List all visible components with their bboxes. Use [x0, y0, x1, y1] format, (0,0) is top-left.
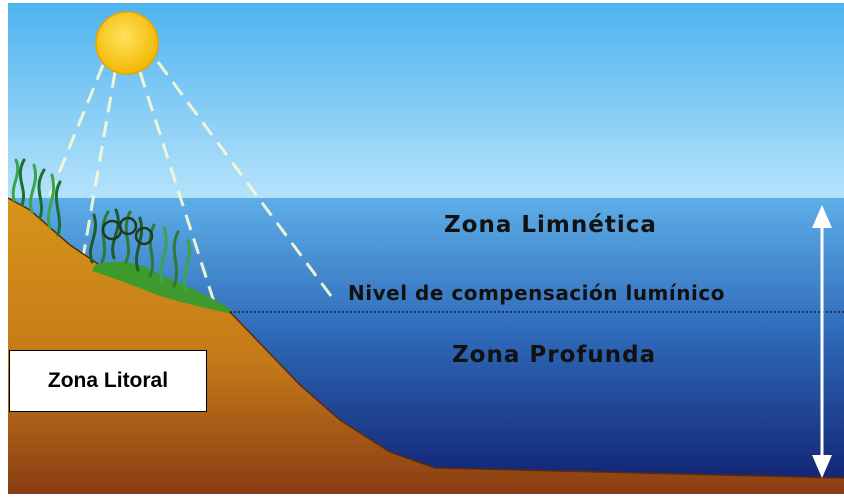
- sun-icon: [95, 11, 159, 75]
- submerged-plants-icon: [89, 208, 191, 292]
- limnetic-zone-label: Zona Limnética: [444, 212, 657, 238]
- compensation-level-label: Nivel de compensación lumínico: [348, 281, 725, 305]
- littoral-zone-box: Zona Litoral: [9, 350, 207, 412]
- shore-land: [8, 198, 844, 494]
- algae-mat: [92, 261, 232, 313]
- littoral-zone-label: Zona Litoral: [47, 369, 169, 392]
- depth-arrow-icon: [812, 205, 832, 478]
- shore-plants-icon: [11, 158, 62, 237]
- deep-zone-label: Zona Profunda: [452, 342, 657, 368]
- sun-rays: [46, 61, 336, 306]
